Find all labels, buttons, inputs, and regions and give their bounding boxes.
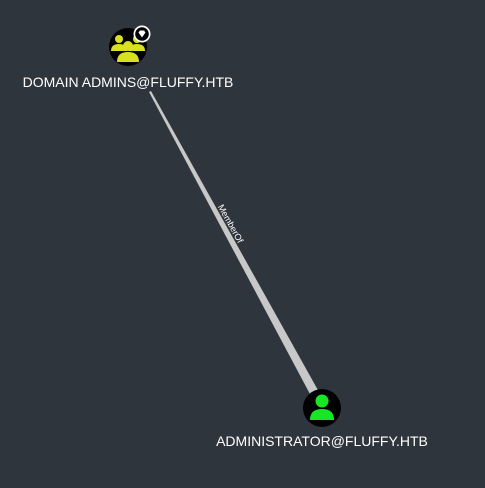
diamond-icon: [133, 25, 151, 43]
node-administrator[interactable]: ADMINISTRATOR@FLUFFY.HTB: [216, 389, 428, 449]
node-domain-admins-label: DOMAIN ADMINS@FLUFFY.HTB: [23, 74, 234, 90]
node-domain-admins[interactable]: DOMAIN ADMINS@FLUFFY.HTB: [23, 25, 234, 91]
user-icon: [310, 394, 334, 420]
edge-memberof[interactable]: MemberOf: [149, 91, 319, 396]
node-administrator-label: ADMINISTRATOR@FLUFFY.HTB: [216, 433, 428, 449]
edge-memberof-line[interactable]: [149, 91, 319, 396]
users-icon: [111, 35, 145, 62]
